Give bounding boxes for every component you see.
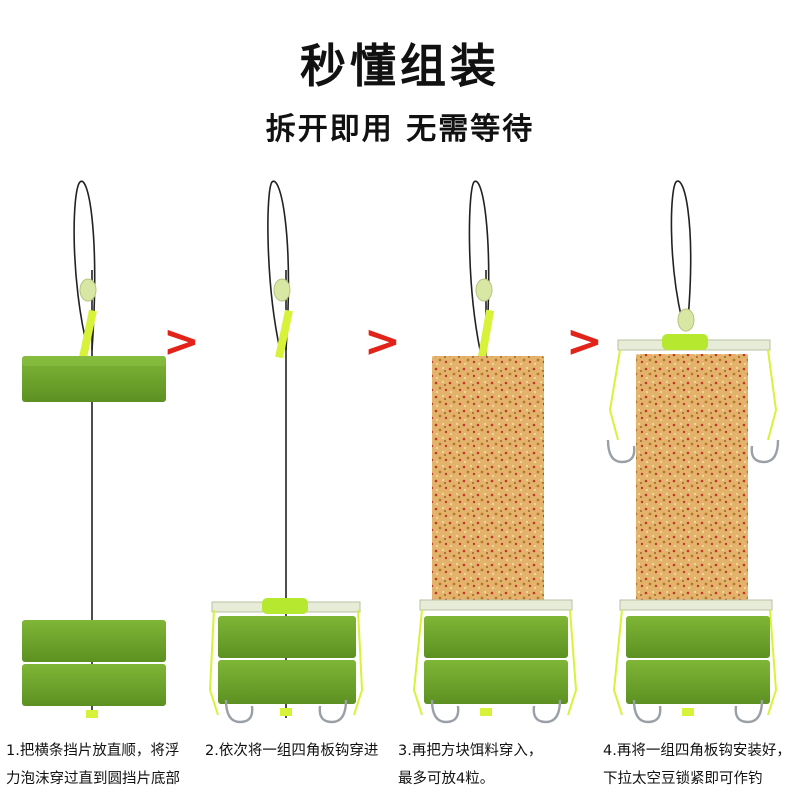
hook-right — [532, 699, 562, 724]
arrow-3: > — [566, 316, 603, 367]
hook-top-right — [750, 439, 780, 464]
foam-block-bottom — [22, 664, 166, 706]
hook-top-left — [606, 439, 636, 464]
page-title: 秒懂组装 — [300, 39, 500, 93]
cross-plate — [619, 599, 773, 611]
bait-block — [636, 354, 748, 600]
stopper-strip — [79, 309, 97, 359]
step-2-caption-line1: 2.依次将一组四角板钩穿进 — [205, 743, 379, 759]
arrow-2: > — [364, 316, 401, 367]
bead — [677, 308, 695, 332]
hook-left — [430, 699, 460, 724]
step-3-figure — [412, 180, 578, 724]
hanging-loop — [468, 180, 490, 351]
step-1-caption-line2: 力泡沫穿过直到圆挡片底部 — [6, 771, 180, 787]
hook-right — [318, 699, 348, 724]
step-4-caption-line1: 4.再将一组四角板钩安装好， — [603, 743, 791, 759]
hook-right — [734, 699, 764, 724]
step-1-caption-line1: 1.把横条挡片放直顺，将浮 — [6, 743, 180, 759]
foam-block-bottom — [626, 660, 770, 704]
stopper-strip — [275, 309, 293, 359]
hanging-loop — [267, 180, 290, 351]
stopper-strip — [477, 309, 495, 359]
foam-block-mid — [424, 616, 568, 658]
assembly-illustration: > > > — [22, 180, 780, 724]
cross-plate — [419, 599, 573, 611]
foam-block-bottom — [424, 660, 568, 704]
page-subtitle: 拆开即用 无需等待 — [265, 112, 535, 147]
step-4-caption: 4.再将一组四角板钩安装好， 下拉太空豆锁紧即可作钓 — [603, 737, 800, 793]
arrow-1: > — [163, 316, 200, 367]
step-2-caption: 2.依次将一组四角板钩穿进 — [205, 737, 405, 765]
step-4-caption-line2: 下拉太空豆锁紧即可作钓 — [603, 771, 763, 787]
foam-block-mid — [22, 620, 166, 662]
hook-left — [224, 699, 254, 724]
hanging-loop — [73, 180, 96, 351]
step-4-figure — [606, 180, 780, 724]
foam-block-mid — [218, 616, 356, 658]
bait-block — [432, 356, 544, 600]
step-3-caption: 3.再把方块饵料穿入， 最多可放4粒。 — [398, 737, 598, 793]
bead — [273, 278, 291, 302]
bead — [475, 278, 493, 302]
step-1-caption: 1.把横条挡片放直顺，将浮 力泡沫穿过直到圆挡片底部 — [6, 737, 206, 793]
step-3-caption-line2: 最多可放4粒。 — [398, 771, 495, 787]
foam-block-top — [22, 356, 166, 402]
foam-block-bottom — [218, 660, 356, 704]
step-1-figure — [22, 180, 166, 718]
foam-block-mid — [626, 616, 770, 658]
step-2-figure — [208, 180, 364, 724]
hook-left — [632, 699, 662, 724]
step-3-caption-line1: 3.再把方块饵料穿入， — [398, 743, 543, 759]
hanging-loop — [670, 180, 692, 321]
bead — [79, 278, 97, 302]
